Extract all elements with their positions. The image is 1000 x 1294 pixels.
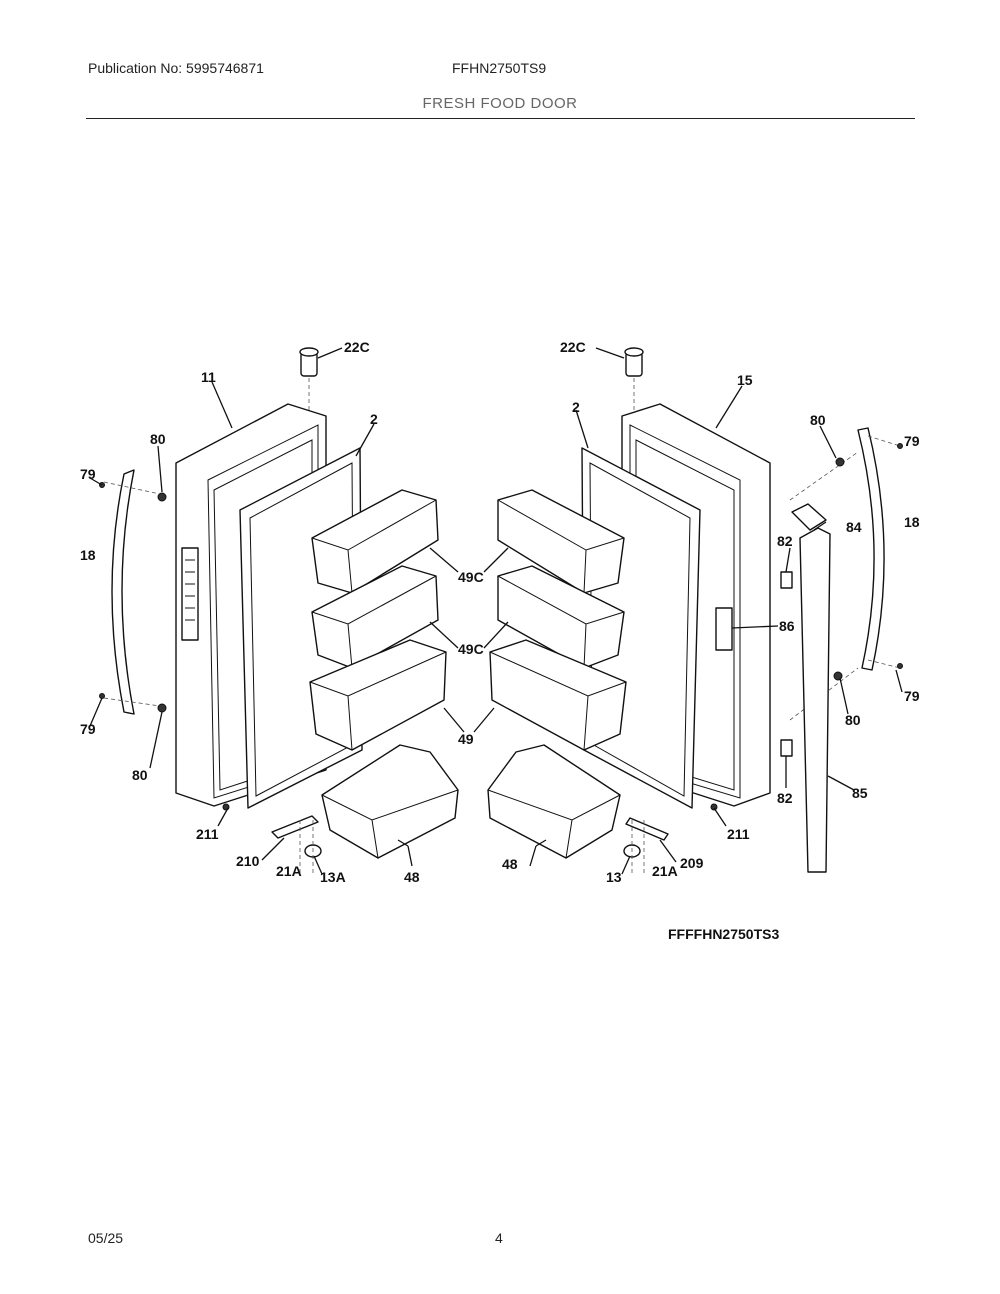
page-number: 4 — [495, 1230, 503, 1246]
callout-85: 85 — [852, 785, 868, 801]
callout-79-bl: 79 — [80, 721, 96, 737]
callout-211-right: 211 — [727, 826, 750, 842]
figure-code: FFFFHN2750TS3 — [668, 926, 780, 942]
callout-11: 11 — [201, 369, 216, 385]
callout-79-tl: 79 — [80, 466, 96, 482]
callout-2-right: 2 — [572, 399, 580, 415]
callout-79-tr: 79 — [904, 433, 920, 449]
callout-80-tr: 80 — [810, 412, 826, 428]
right-bin-49 — [489, 639, 627, 751]
callout-22c-right: 22C — [560, 339, 586, 355]
leader-lines — [89, 347, 903, 875]
callout-2-left: 2 — [370, 411, 378, 427]
callout-18-right: 18 — [904, 514, 920, 530]
left-bin-49c-top — [311, 489, 439, 594]
right-bin-49c-top — [497, 489, 625, 594]
callout-21a-left: 21A — [276, 863, 302, 879]
callout-79-br: 79 — [904, 688, 920, 704]
callout-13: 13 — [606, 869, 622, 885]
fasteners — [99, 443, 903, 713]
left-hinge-pin — [299, 347, 319, 410]
right-bottom-hinge — [623, 803, 718, 876]
callout-80-bl: 80 — [132, 767, 148, 783]
right-bin-48 — [487, 744, 621, 859]
callout-22c-left: 22C — [344, 339, 370, 355]
callout-80-tl: 80 — [150, 431, 166, 447]
callout-21a-right: 21A — [652, 863, 678, 879]
callout-80-br: 80 — [845, 712, 861, 728]
callout-210: 210 — [236, 853, 260, 869]
callout-49c-left-top: 49C — [458, 569, 484, 585]
callout-82-bottom: 82 — [777, 790, 793, 806]
right-bin-49c-mid — [497, 565, 625, 669]
callout-211-left: 211 — [196, 826, 219, 842]
callout-49-left: 49 — [458, 731, 474, 747]
callout-48-right: 48 — [502, 856, 518, 872]
callout-86: 86 — [779, 618, 795, 634]
left-bottom-hinge — [222, 803, 322, 876]
callout-49c-left-mid: 49C — [458, 641, 484, 657]
publication-number: Publication No: 5995746871 — [88, 60, 264, 76]
callout-82-top: 82 — [777, 533, 793, 549]
section-title: FRESH FOOD DOOR — [422, 95, 578, 112]
left-bin-48 — [321, 744, 459, 859]
callout-18-left: 18 — [80, 547, 96, 563]
callout-15: 15 — [737, 372, 753, 388]
callout-84: 84 — [846, 519, 862, 535]
model-number: FFHN2750TS9 — [452, 60, 547, 76]
header-rule — [86, 118, 915, 119]
left-bin-49 — [309, 639, 447, 751]
callout-48-left: 48 — [404, 869, 420, 885]
footer-date: 05/25 — [88, 1230, 124, 1246]
right-hinge-pin — [624, 347, 644, 410]
left-bin-49c-mid — [311, 565, 439, 669]
callout-13a: 13A — [320, 869, 346, 885]
left-handle — [103, 469, 161, 715]
callout-209: 209 — [680, 855, 704, 871]
